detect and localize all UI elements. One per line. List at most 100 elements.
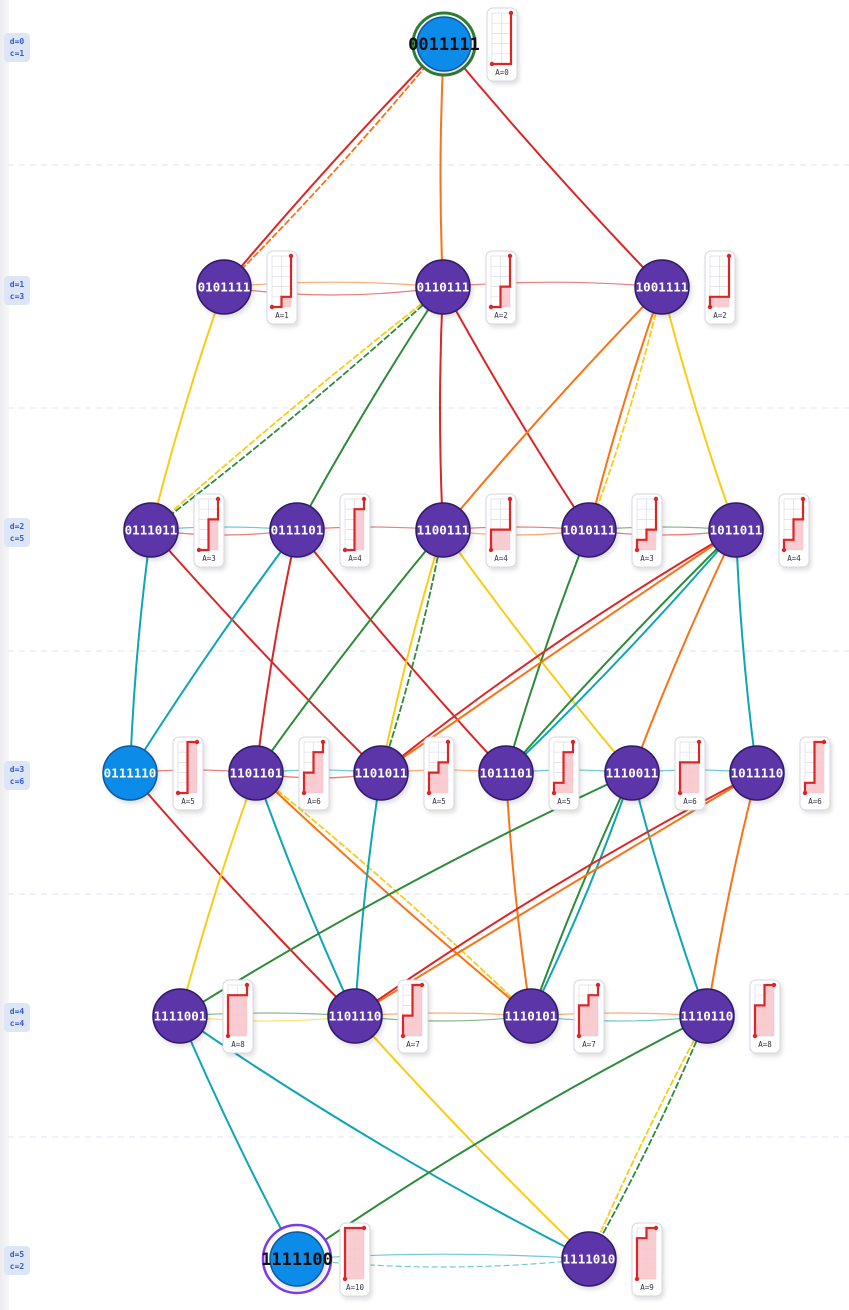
node-1111010[interactable]: 1111010 bbox=[561, 1231, 617, 1287]
edge-0110111-0111101 bbox=[296, 286, 444, 531]
edge-1111100-1111010 bbox=[296, 1258, 590, 1268]
lattice-path bbox=[401, 983, 422, 1036]
node-1011101[interactable]: 1011101 bbox=[478, 745, 534, 801]
lattice-path bbox=[803, 740, 824, 793]
node-1110011[interactable]: 1110011 bbox=[604, 745, 660, 801]
area-label: A=3 bbox=[202, 554, 216, 563]
node-label: 1101011 bbox=[355, 766, 408, 781]
node-1101101[interactable]: 1101101 bbox=[228, 745, 284, 801]
path-end-dot bbox=[570, 739, 576, 745]
node-1011011[interactable]: 1011011 bbox=[708, 502, 764, 558]
area-fill bbox=[491, 499, 510, 550]
area-fill bbox=[228, 985, 247, 1036]
node-circle bbox=[228, 745, 284, 801]
edge-0111011-1101011 bbox=[150, 529, 382, 774]
path-end-dot bbox=[653, 1225, 659, 1231]
node-1011110[interactable]: 1011110 bbox=[729, 745, 785, 801]
node-label: 1011110 bbox=[731, 766, 784, 781]
area-label: A=5 bbox=[557, 797, 571, 806]
path-end-dot bbox=[244, 982, 250, 988]
edge-1100111-1110011 bbox=[442, 529, 633, 774]
path-end-dot bbox=[800, 496, 806, 502]
path-end-dot bbox=[419, 982, 425, 988]
edge-0011111-0101111 bbox=[223, 43, 445, 288]
node-circle bbox=[561, 1231, 617, 1287]
node-circle bbox=[729, 745, 785, 801]
path-end-dot bbox=[361, 496, 367, 502]
path-start-dot bbox=[781, 547, 787, 553]
node-circle bbox=[327, 988, 383, 1044]
edge-0110111-1001111 bbox=[442, 281, 663, 288]
path-start-dot bbox=[301, 790, 307, 796]
node-1010111[interactable]: 1010111 bbox=[561, 502, 617, 558]
path-end-dot bbox=[507, 496, 513, 502]
node-label: 1110110 bbox=[681, 1009, 734, 1024]
node-label: 0111011 bbox=[125, 523, 178, 538]
path-start-dot bbox=[488, 547, 494, 553]
edge-1011011-1011110 bbox=[735, 529, 758, 774]
nodes: 0011111 0101111 0110111 1001111 0111011 01111… bbox=[102, 11, 785, 1295]
path-thumbnail-1110110: A=8 bbox=[749, 979, 781, 1054]
node-0011111[interactable]: 0011111 bbox=[408, 11, 480, 77]
path-start-dot bbox=[707, 304, 713, 310]
node-label: 1111100 bbox=[261, 1250, 333, 1270]
edge-1101110-1111010 bbox=[354, 1015, 590, 1260]
node-label: 0111101 bbox=[271, 523, 324, 538]
area-fill bbox=[579, 985, 598, 1036]
path-end-dot bbox=[320, 739, 326, 745]
node-1110101[interactable]: 1110101 bbox=[503, 988, 559, 1044]
path-end-dot bbox=[653, 496, 659, 502]
node-0101111[interactable]: 0101111 bbox=[196, 259, 252, 315]
edge-0101111-0110111 bbox=[223, 286, 444, 296]
path-start-dot bbox=[488, 304, 494, 310]
node-label: 1100111 bbox=[417, 523, 470, 538]
node-label: 1110011 bbox=[606, 766, 659, 781]
edge-0111101-1101101 bbox=[255, 529, 298, 774]
path-start-dot bbox=[175, 790, 181, 796]
node-1001111[interactable]: 1001111 bbox=[634, 259, 690, 315]
node-0111011[interactable]: 0111011 bbox=[123, 502, 179, 558]
edge-1011110-1110110 bbox=[706, 772, 758, 1017]
lattice-path bbox=[753, 983, 774, 1036]
node-1101110[interactable]: 1101110 bbox=[327, 988, 383, 1044]
area-label: A=2 bbox=[713, 311, 727, 320]
node-1110110[interactable]: 1110110 bbox=[679, 988, 735, 1044]
path-start-dot bbox=[342, 547, 348, 553]
node-0111110[interactable]: 0111110 bbox=[102, 745, 158, 801]
node-0111101[interactable]: 0111101 bbox=[269, 502, 325, 558]
area-label: A=4 bbox=[787, 554, 801, 563]
area-label: A=6 bbox=[683, 797, 697, 806]
path-start-dot bbox=[634, 1276, 640, 1282]
node-0110111[interactable]: 0110111 bbox=[415, 259, 471, 315]
node-1111100[interactable]: 1111100 bbox=[261, 1223, 333, 1295]
area-label: A=9 bbox=[640, 1283, 654, 1292]
node-1111001[interactable]: 1111001 bbox=[152, 988, 208, 1044]
depth-text: d=5 bbox=[9, 1250, 25, 1259]
path-thumbnail-1101101: A=6 bbox=[298, 736, 330, 811]
count-text: c=2 bbox=[9, 1262, 25, 1271]
edge-1100111-1101101 bbox=[255, 529, 444, 774]
path-thumbnail-1111100: A=10 bbox=[339, 1222, 371, 1297]
edge-1101101-1111001 bbox=[179, 772, 257, 1017]
edge-1110110-1111010 bbox=[588, 1015, 708, 1260]
path-end-dot bbox=[445, 739, 451, 745]
path-thumbnail-0011111: A=0 bbox=[486, 7, 518, 82]
path-start-dot bbox=[551, 790, 557, 796]
edge-1110011-1110101 bbox=[530, 772, 633, 1017]
area-label: A=6 bbox=[808, 797, 822, 806]
node-circle bbox=[415, 259, 471, 315]
node-1100111[interactable]: 1100111 bbox=[415, 502, 471, 558]
count-text: c=4 bbox=[9, 1019, 25, 1028]
lattice-path bbox=[782, 499, 805, 550]
path-thumbnail-1011110: A=6 bbox=[799, 736, 831, 811]
edge-0011111-0101111 bbox=[223, 43, 445, 288]
lattice-path bbox=[492, 13, 513, 66]
lattice-path bbox=[178, 740, 197, 795]
area-label: A=10 bbox=[346, 1283, 365, 1292]
node-circle bbox=[604, 745, 660, 801]
node-1101011[interactable]: 1101011 bbox=[353, 745, 409, 801]
